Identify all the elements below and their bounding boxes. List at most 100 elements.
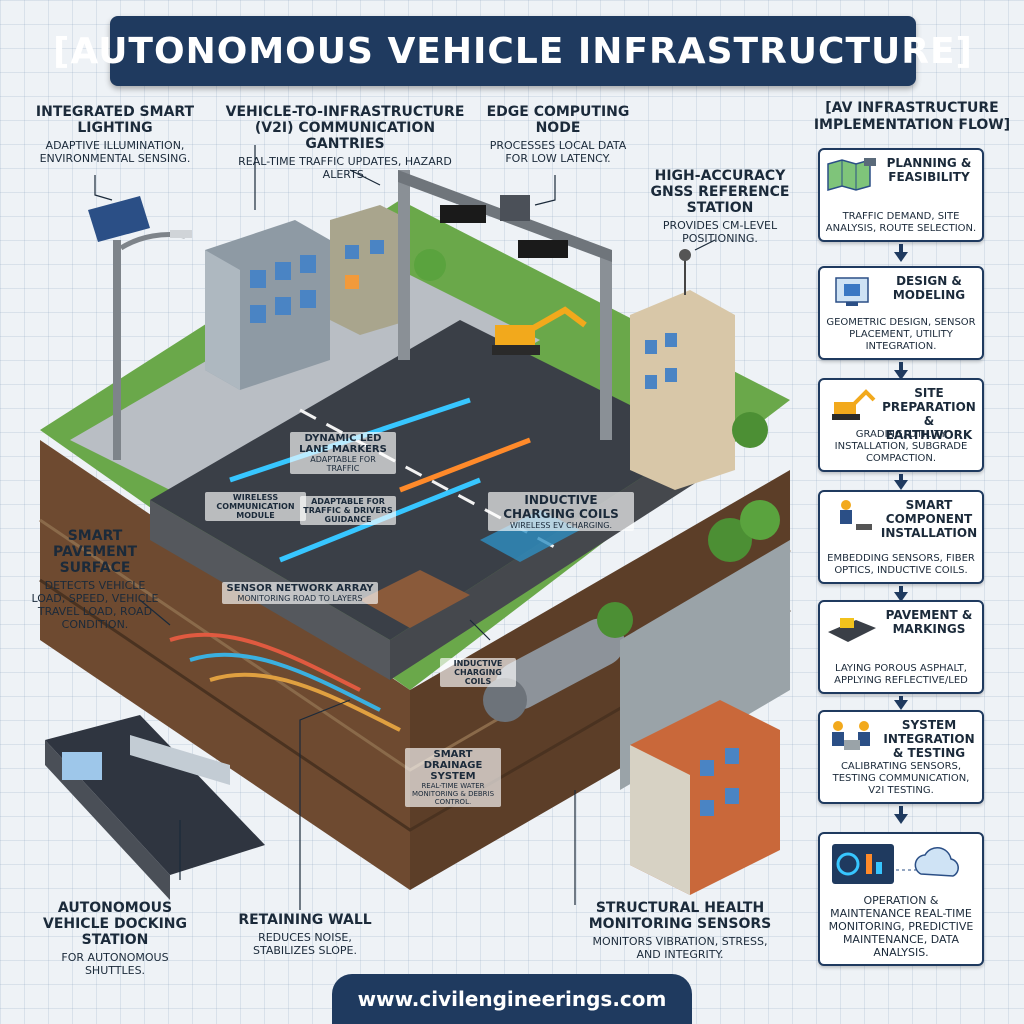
engineers-laptop-icon	[832, 721, 870, 750]
step-title: SYSTEM INTEGRATION & TESTING	[883, 718, 975, 760]
callout-title: AUTONOMOUS VEHICLE DOCKING STATION	[42, 900, 188, 948]
flow-arrow-stem	[899, 806, 903, 816]
led-lane-marker-orange	[399, 437, 531, 493]
label-title: DYNAMIC LED LANE MARKERS	[299, 433, 387, 455]
callout-title: STRUCTURAL HEALTH MONITORING SENSORS	[588, 900, 772, 932]
leader-line	[299, 699, 351, 910]
soil-block-left-face	[40, 440, 410, 890]
flow-arrow-stem	[899, 244, 903, 254]
callout-desc: PROVIDES CM-LEVEL POSITIONING.	[662, 219, 778, 245]
callout-desc: REAL-TIME TRAFFIC UPDATES, HAZARD ALERTS…	[238, 155, 452, 181]
label-desc: ADAPTABLE FOR TRAFFIC	[310, 455, 376, 473]
retaining-wall	[620, 540, 790, 790]
tree	[597, 602, 633, 638]
map-satellite-icon	[827, 158, 876, 191]
label-wireless-module: WIRELESS COMMUNICATION MODULE	[205, 492, 306, 521]
callout-docking-station: AUTONOMOUS VEHICLE DOCKING STATION FOR A…	[30, 900, 200, 977]
label-desc: MONITORING ROAD TO LAYERS	[237, 594, 363, 603]
step-title: PLANNING & FEASIBILITY	[886, 156, 972, 184]
callout-desc: DETECTS VEHICLE LOAD, SPEED, VEHICLE TRA…	[31, 579, 159, 631]
sensor-conduit	[189, 652, 381, 712]
label-inductive-coils: INDUCTIVE CHARGING COILS WIRELESS EV CHA…	[488, 492, 634, 531]
label-title: INDUCTIVE CHARGING COILS	[503, 493, 619, 521]
flow-step-planning: PLANNING & FEASIBILITY TRAFFIC DEMAND, S…	[818, 148, 984, 242]
label-desc: WIRELESS EV CHARGING.	[509, 521, 613, 530]
building-left	[205, 220, 330, 390]
flow-step-smart-component: SMART COMPONENT INSTALLATION EMBEDDING S…	[818, 490, 984, 584]
worker-install-icon	[840, 500, 872, 530]
callout-title: INTEGRATED SMART LIGHTING	[35, 104, 195, 136]
label-title: SMART DRAINAGE SYSTEM	[423, 749, 483, 782]
flow-arrow	[894, 814, 908, 824]
leader-line	[469, 619, 491, 641]
step-desc: GRADING, UTILITY INSTALLATION, SUBGRADE …	[834, 429, 968, 464]
flow-step-integration: SYSTEM INTEGRATION & TESTING CALIBRATING…	[818, 710, 984, 804]
step-desc: CALIBRATING SENSORS, TESTING COMMUNICATI…	[832, 761, 970, 796]
excavator	[492, 306, 587, 355]
footer-url[interactable]: www.civilengineerings.com	[357, 987, 667, 1011]
smart-street-light	[88, 196, 192, 460]
callout-v2i-gantries: VEHICLE-TO-INFRASTRUCTURE (V2I) COMMUNIC…	[225, 104, 465, 181]
callout-smart-pavement: SMART PAVEMENT SURFACE DETECTS VEHICLE L…	[30, 528, 160, 631]
drainage-pipe-end	[483, 678, 527, 722]
dashboard-cloud-icon	[832, 844, 959, 884]
flow-arrow	[894, 700, 908, 710]
callout-title: SMART PAVEMENT SURFACE	[52, 528, 138, 576]
flow-step-design: DESIGN & MODELING GEOMETRIC DESIGN, SENS…	[818, 266, 984, 360]
title-banner: [AUTONOMOUS VEHICLE INFRASTRUCTURE]	[53, 16, 972, 86]
label-sensor-array: SENSOR NETWORK ARRAY MONITORING ROAD TO …	[222, 582, 378, 604]
gnss-building	[630, 249, 735, 490]
leader-line	[694, 239, 716, 251]
callout-structural-health: STRUCTURAL HEALTH MONITORING SENSORS MON…	[580, 900, 780, 961]
flow-step-operation: OPERATION & MAINTENANCE REAL-TIME MONITO…	[818, 832, 984, 966]
callout-smart-lighting: INTEGRATED SMART LIGHTING ADAPTIVE ILLUM…	[30, 104, 200, 165]
label-smart-drainage: SMART DRAINAGE SYSTEM REAL-TIME WATER MO…	[405, 748, 501, 807]
label-desc: REAL-TIME WATER MONITORING & DEBRIS CONT…	[411, 782, 495, 806]
tree	[732, 412, 768, 448]
step-title: SMART COMPONENT INSTALLATION	[880, 498, 978, 540]
callout-desc: ADAPTIVE ILLUMINATION, ENVIRONMENTAL SEN…	[39, 139, 191, 165]
step-title: DESIGN & MODELING	[892, 274, 966, 302]
flow-arrow	[894, 480, 908, 490]
flow-arrow	[894, 252, 908, 262]
flow-arrow-stem	[899, 474, 903, 484]
page-title: [AUTONOMOUS VEHICLE INFRASTRUCTURE]	[52, 30, 974, 72]
leader-line	[349, 169, 381, 186]
callout-title: EDGE COMPUTING NODE	[486, 104, 630, 136]
tree	[708, 518, 752, 562]
callout-retaining-wall: RETAINING WALL REDUCES NOISE, STABILIZES…	[230, 912, 380, 957]
v2i-gantry	[398, 170, 612, 440]
step-desc: EMBEDDING SENSORS, FIBER OPTICS, INDUCTI…	[827, 553, 975, 576]
excavator-icon	[832, 389, 876, 420]
label-desc: GUIDANCE	[324, 515, 372, 524]
flow-title: [AV INFRASTRUCTURE IMPLEMENTATION FLOW]	[813, 100, 1011, 133]
paver-icon	[828, 618, 876, 642]
label-adaptable: ADAPTABLE FOR TRAFFIC & DRIVERS GUIDANCE	[300, 496, 396, 525]
callout-title: HIGH-ACCURACY GNSS REFERENCE STATION	[650, 168, 790, 216]
label-coils-underground: INDUCTIVE CHARGING COILS	[440, 658, 516, 687]
inductive-charging-pad	[360, 570, 470, 628]
label-title: INDUCTIVE CHARGING COILS	[453, 659, 503, 686]
building-center	[330, 205, 410, 335]
docking-station	[45, 715, 265, 900]
callout-desc: MONITORS VIBRATION, STRESS, AND INTEGRIT…	[592, 935, 768, 961]
building-bottom	[630, 700, 780, 895]
flow-arrow-stem	[899, 362, 903, 372]
callout-title: RETAINING WALL	[238, 912, 372, 928]
leader-line	[534, 175, 556, 206]
cad-model-icon	[835, 277, 869, 306]
flow-step-site-prep: SITE PREPARATION & EARTHWORK GRADING, UT…	[818, 378, 984, 472]
callout-desc: PROCESSES LOCAL DATA FOR LOW LATENCY.	[489, 139, 627, 165]
sidewalk	[70, 260, 540, 520]
step-desc: TRAFFIC DEMAND, SITE ANALYSIS, ROUTE SEL…	[825, 211, 977, 234]
label-led-lane-markers: DYNAMIC LED LANE MARKERS ADAPTABLE FOR T…	[290, 432, 396, 474]
label-title: WIRELESS COMMUNICATION MODULE	[216, 493, 295, 520]
callout-edge-computing: EDGE COMPUTING NODE PROCESSES LOCAL DATA…	[478, 104, 638, 165]
step-desc: OPERATION & MAINTENANCE REAL-TIME MONITO…	[828, 894, 974, 959]
flow-arrow-stem	[899, 586, 903, 594]
callout-title: VEHICLE-TO-INFRASTRUCTURE (V2I) COMMUNIC…	[225, 104, 465, 152]
step-desc: LAYING POROUS ASPHALT, APPLYING REFLECTI…	[834, 663, 968, 686]
callout-desc: REDUCES NOISE, STABILIZES SLOPE.	[253, 931, 357, 957]
sensor-conduit	[169, 632, 361, 692]
step-desc: GEOMETRIC DESIGN, SENSOR PLACEMENT, UTIL…	[826, 317, 976, 352]
